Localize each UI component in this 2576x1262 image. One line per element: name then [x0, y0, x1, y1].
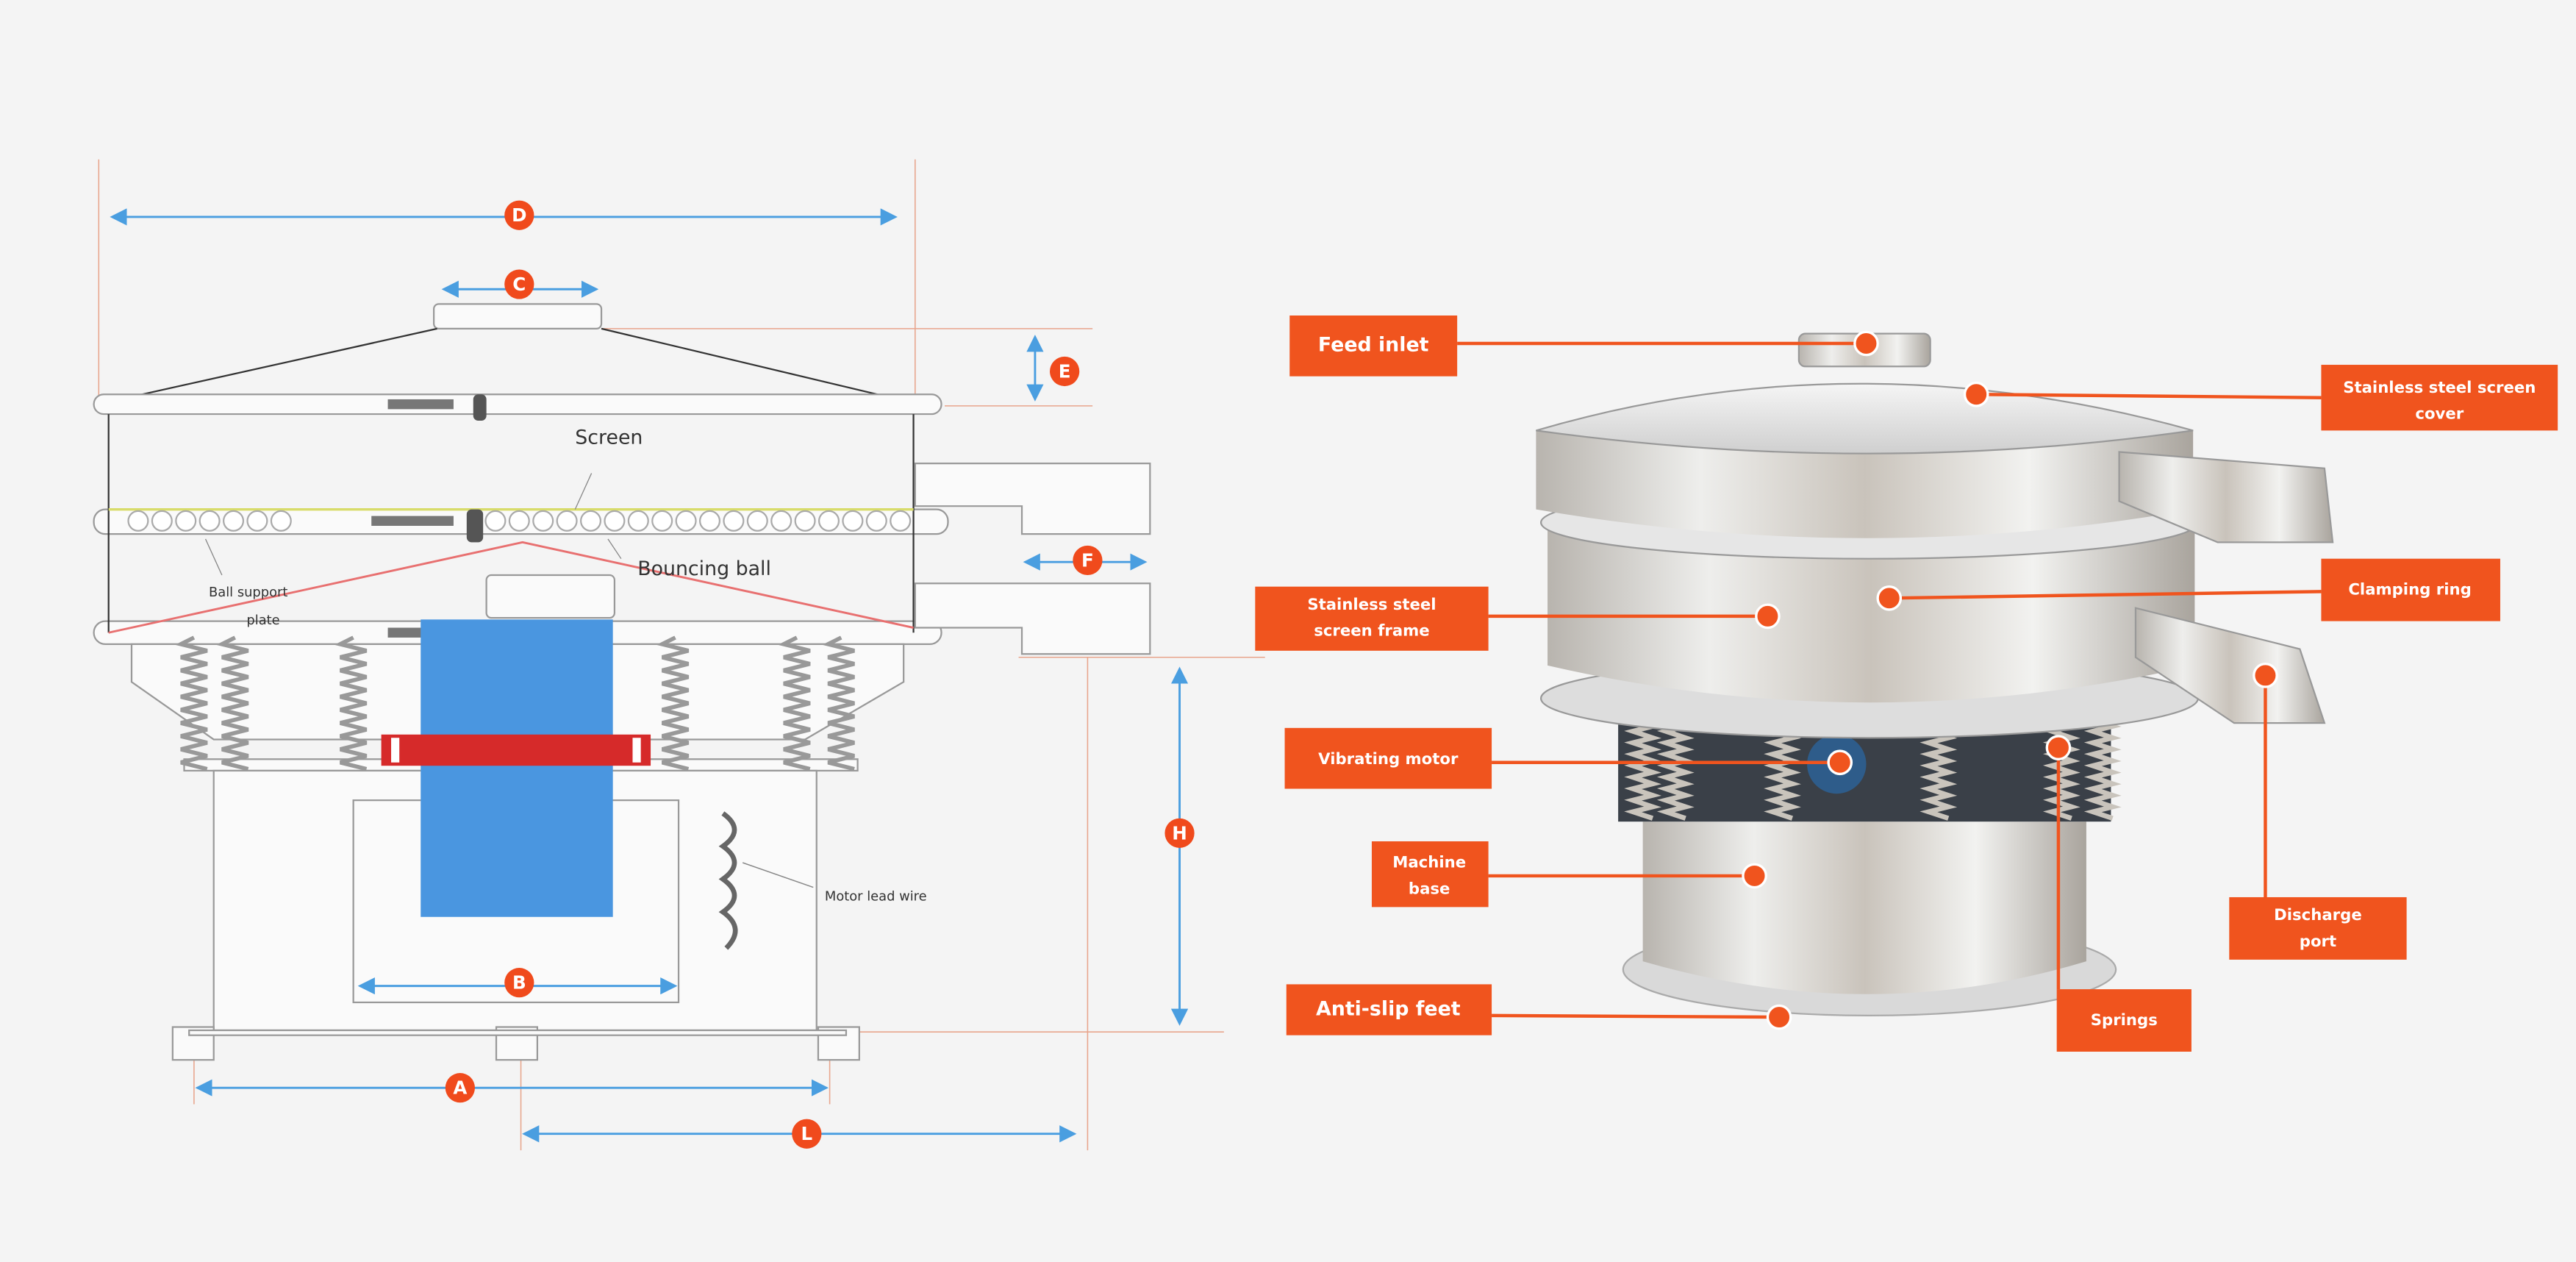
spring-icon: [215, 635, 249, 771]
ball: [198, 510, 221, 532]
ball: [484, 510, 507, 532]
svg-text:C: C: [512, 274, 526, 295]
svg-text:H: H: [1172, 822, 1187, 844]
dimension-badge-e: E: [1050, 356, 1080, 387]
ball: [556, 510, 578, 532]
note-screen: Screen: [575, 426, 643, 449]
lower-outlet: [914, 582, 1151, 655]
spring-icon: [656, 635, 690, 771]
label-clamping-ring: Clamping ring: [1876, 558, 2500, 621]
upper-outlet: [914, 462, 1151, 535]
note-ball-support: Ball support: [209, 585, 287, 600]
label-springs: Springs: [2045, 735, 2192, 1052]
svg-text:Springs: Springs: [2091, 1011, 2158, 1030]
svg-text:A: A: [453, 1077, 467, 1099]
ball: [746, 510, 768, 532]
dimension-badge-d: D: [504, 200, 534, 230]
label-feed-inlet: Feed inlet: [1289, 316, 1879, 377]
ball: [890, 510, 912, 532]
svg-text:B: B: [512, 972, 526, 994]
dimension-badge-h: H: [1164, 818, 1195, 848]
svg-text:Anti-slip feet: Anti-slip feet: [1316, 997, 1461, 1020]
feed-inlet-flange: [433, 303, 603, 329]
ball: [127, 510, 149, 532]
label-screen-cover: Stainless steel screen cover: [1963, 365, 2558, 431]
dimension-badge-c: C: [504, 269, 534, 299]
dimension-badge-b: B: [504, 968, 534, 998]
spring-icon: [334, 635, 368, 771]
label-anti-slip-feet: Anti-slip feet: [1286, 984, 1792, 1035]
svg-text:Clamping ring: Clamping ring: [2348, 581, 2471, 599]
ball: [723, 510, 745, 532]
ball: [246, 510, 268, 532]
ball: [627, 510, 649, 532]
ball: [865, 510, 887, 532]
spring-icon: [1624, 712, 1662, 821]
ball: [794, 510, 816, 532]
svg-text:Vibrating motor: Vibrating motor: [1318, 750, 1459, 769]
svg-text:Machine: Machine: [1392, 854, 1466, 872]
dimension-badge-a: A: [445, 1073, 475, 1103]
springs-drawing: [175, 635, 855, 771]
ball: [532, 510, 554, 532]
svg-text:Stainless steel screen: Stainless steel screen: [2343, 379, 2536, 397]
ball: [579, 510, 602, 532]
ball: [175, 510, 197, 532]
ball: [770, 510, 793, 532]
ball: [151, 510, 173, 532]
screen-frame-shape: [1548, 526, 2195, 703]
dimension-badge-l: L: [792, 1119, 822, 1149]
spring-icon: [822, 635, 855, 771]
svg-text:Feed inlet: Feed inlet: [1318, 334, 1429, 357]
svg-text:base: base: [1409, 880, 1450, 898]
dimension-badge-f: F: [1073, 545, 1103, 576]
spring-icon: [1656, 712, 1695, 821]
spring-icon: [2083, 712, 2122, 821]
ball: [675, 510, 697, 532]
svg-text:port: port: [2300, 933, 2336, 951]
motor-lead-wire-icon: [718, 811, 738, 950]
spring-icon: [175, 635, 208, 771]
label-discharge-port: Discharge port: [2229, 663, 2407, 960]
svg-text:cover: cover: [2415, 405, 2464, 424]
svg-text:Discharge: Discharge: [2274, 906, 2362, 924]
label-vibrating-motor: Vibrating motor: [1284, 727, 1853, 789]
ball: [223, 510, 245, 532]
note-ball-support-plate: plate: [246, 613, 279, 628]
note-bouncing-ball: Bouncing ball: [637, 557, 771, 580]
svg-text:F: F: [1081, 549, 1094, 571]
ball: [270, 510, 292, 532]
svg-text:E: E: [1059, 360, 1071, 382]
machine-photo: [1536, 332, 2334, 1016]
spring-icon: [778, 635, 811, 771]
label-screen-frame: Stainless steel screen frame: [1255, 586, 1781, 651]
ball: [817, 510, 840, 532]
svg-text:screen frame: screen frame: [1314, 621, 1429, 640]
svg-text:L: L: [801, 1123, 813, 1144]
top-ring: [93, 393, 942, 416]
note-motor-lead-wire: Motor lead wire: [825, 888, 927, 904]
ball: [604, 510, 626, 532]
bouncing-balls: [127, 510, 912, 532]
svg-text:D: D: [512, 204, 526, 226]
ball: [842, 510, 864, 532]
ball: [508, 510, 530, 532]
label-machine-base: Machine base: [1371, 841, 1767, 908]
ball: [698, 510, 721, 532]
ball: [651, 510, 673, 532]
svg-text:Stainless steel: Stainless steel: [1307, 596, 1436, 614]
vibrating-motor-drawing: [421, 619, 613, 917]
technical-drawing: A B C D E F H L Screen Bouncing ball Bal…: [93, 159, 1265, 1151]
